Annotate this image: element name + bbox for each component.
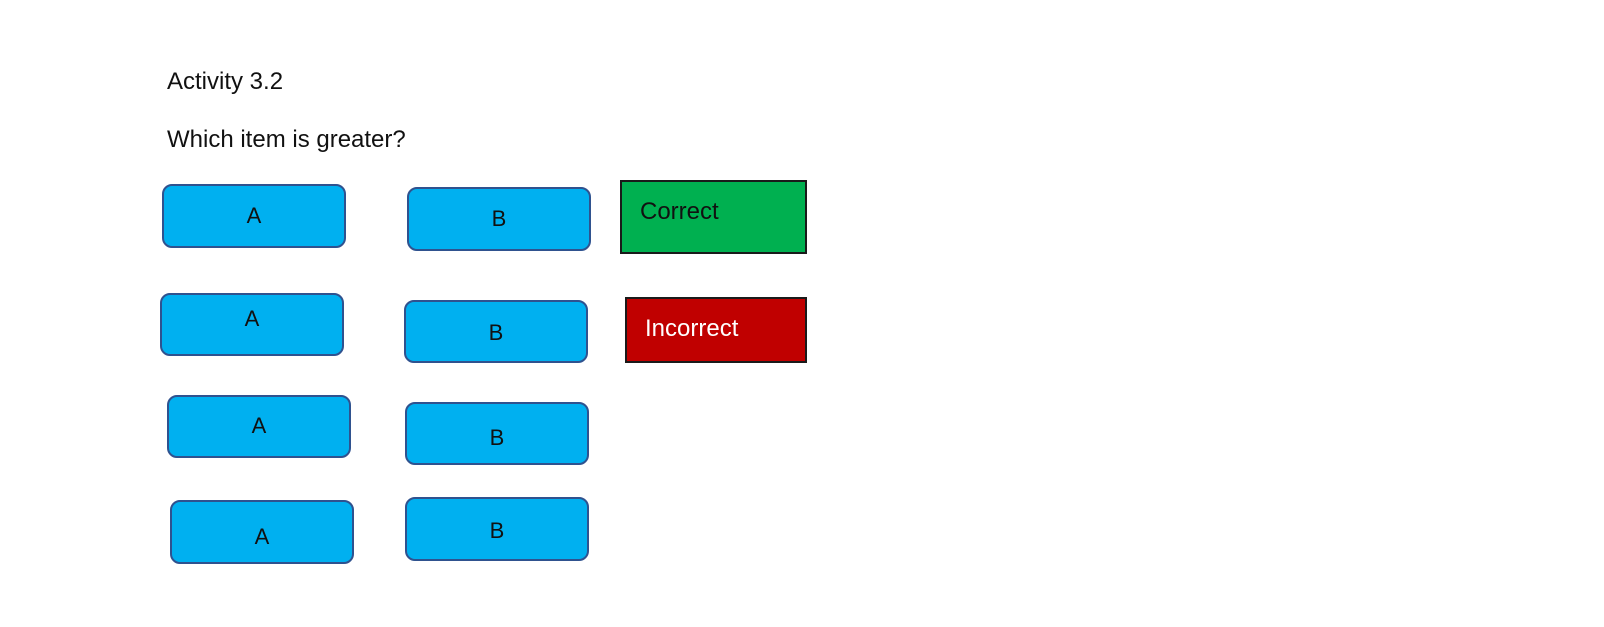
choice-b-label: B: [489, 518, 505, 543]
choice-a-label: A: [254, 524, 270, 549]
choice-b-button-1[interactable]: B: [407, 187, 591, 251]
choice-b-label: B: [488, 320, 504, 345]
correct-feedback-label: Correct: [640, 198, 719, 225]
choice-b-button-2[interactable]: B: [404, 300, 588, 363]
choice-a-button-3[interactable]: A: [167, 395, 351, 458]
question-text: Which item is greater?: [167, 126, 406, 153]
choice-b-label: B: [491, 206, 507, 231]
choice-a-label: A: [244, 306, 260, 331]
correct-feedback-box: Correct: [620, 180, 807, 254]
choice-a-label: A: [246, 203, 262, 228]
choice-a-label: A: [251, 413, 267, 438]
choice-a-button-4[interactable]: A: [170, 500, 354, 564]
choice-b-button-4[interactable]: B: [405, 497, 589, 561]
incorrect-feedback-label: Incorrect: [645, 315, 739, 342]
choice-a-button-2[interactable]: A: [160, 293, 344, 356]
choice-a-button-1[interactable]: A: [162, 184, 346, 248]
incorrect-feedback-box: Incorrect: [625, 297, 807, 363]
activity-title: Activity 3.2: [167, 68, 284, 95]
choice-b-button-3[interactable]: B: [405, 402, 589, 465]
choice-b-label: B: [489, 425, 505, 450]
